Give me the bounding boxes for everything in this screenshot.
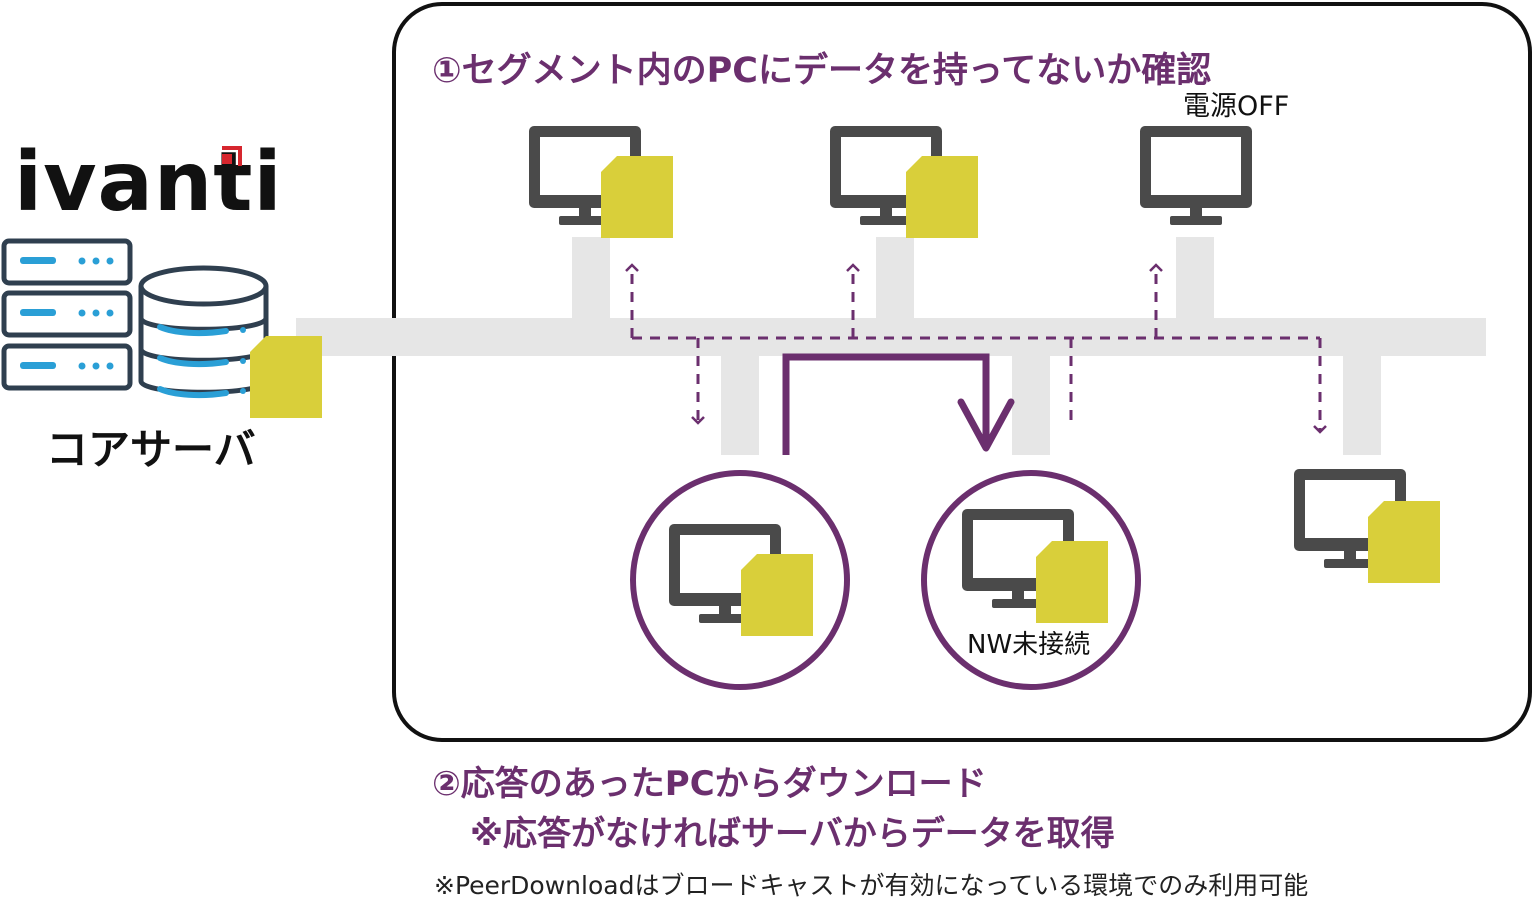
database-icon [138,265,269,399]
data-file-icon [1368,501,1440,583]
pc-power-off [1140,126,1252,225]
disconnected-label: NW未接続 [967,630,1091,660]
power-off-label: 電源OFF [1183,91,1290,122]
core-server-data-file-icon [250,336,322,418]
step1-label: ①セグメント内のPCにデータを持ってないか確認 [432,51,1212,91]
footnote: ※PeerDownloadはブロードキャストが有効になっている環境でのみ利用可能 [434,871,1309,900]
server-rack-icon [1,238,133,391]
segment-boundary [392,2,1532,742]
step2-label: ②応答のあったPCからダウンロード [432,764,987,804]
monitor-icon [1140,126,1252,225]
data-file-icon [1036,541,1108,623]
core-server-label: コアサーバ [46,425,256,474]
pc-top-middle [830,126,978,238]
data-file-icon [906,156,978,238]
ivanti-logo: ivanti [14,135,283,230]
logo-corner-mark [222,146,242,166]
broadcast-query-paths [625,263,1327,434]
core-server [1,238,322,418]
data-file-icon [741,554,813,636]
data-file-icon [601,156,673,238]
step2-note: ※応答がなければサーバからデータを取得 [470,814,1115,854]
pc-right-lower [1294,469,1440,583]
pc-top-left [529,126,673,238]
peer-download-path [782,353,1015,455]
network-backbone [296,237,1486,455]
